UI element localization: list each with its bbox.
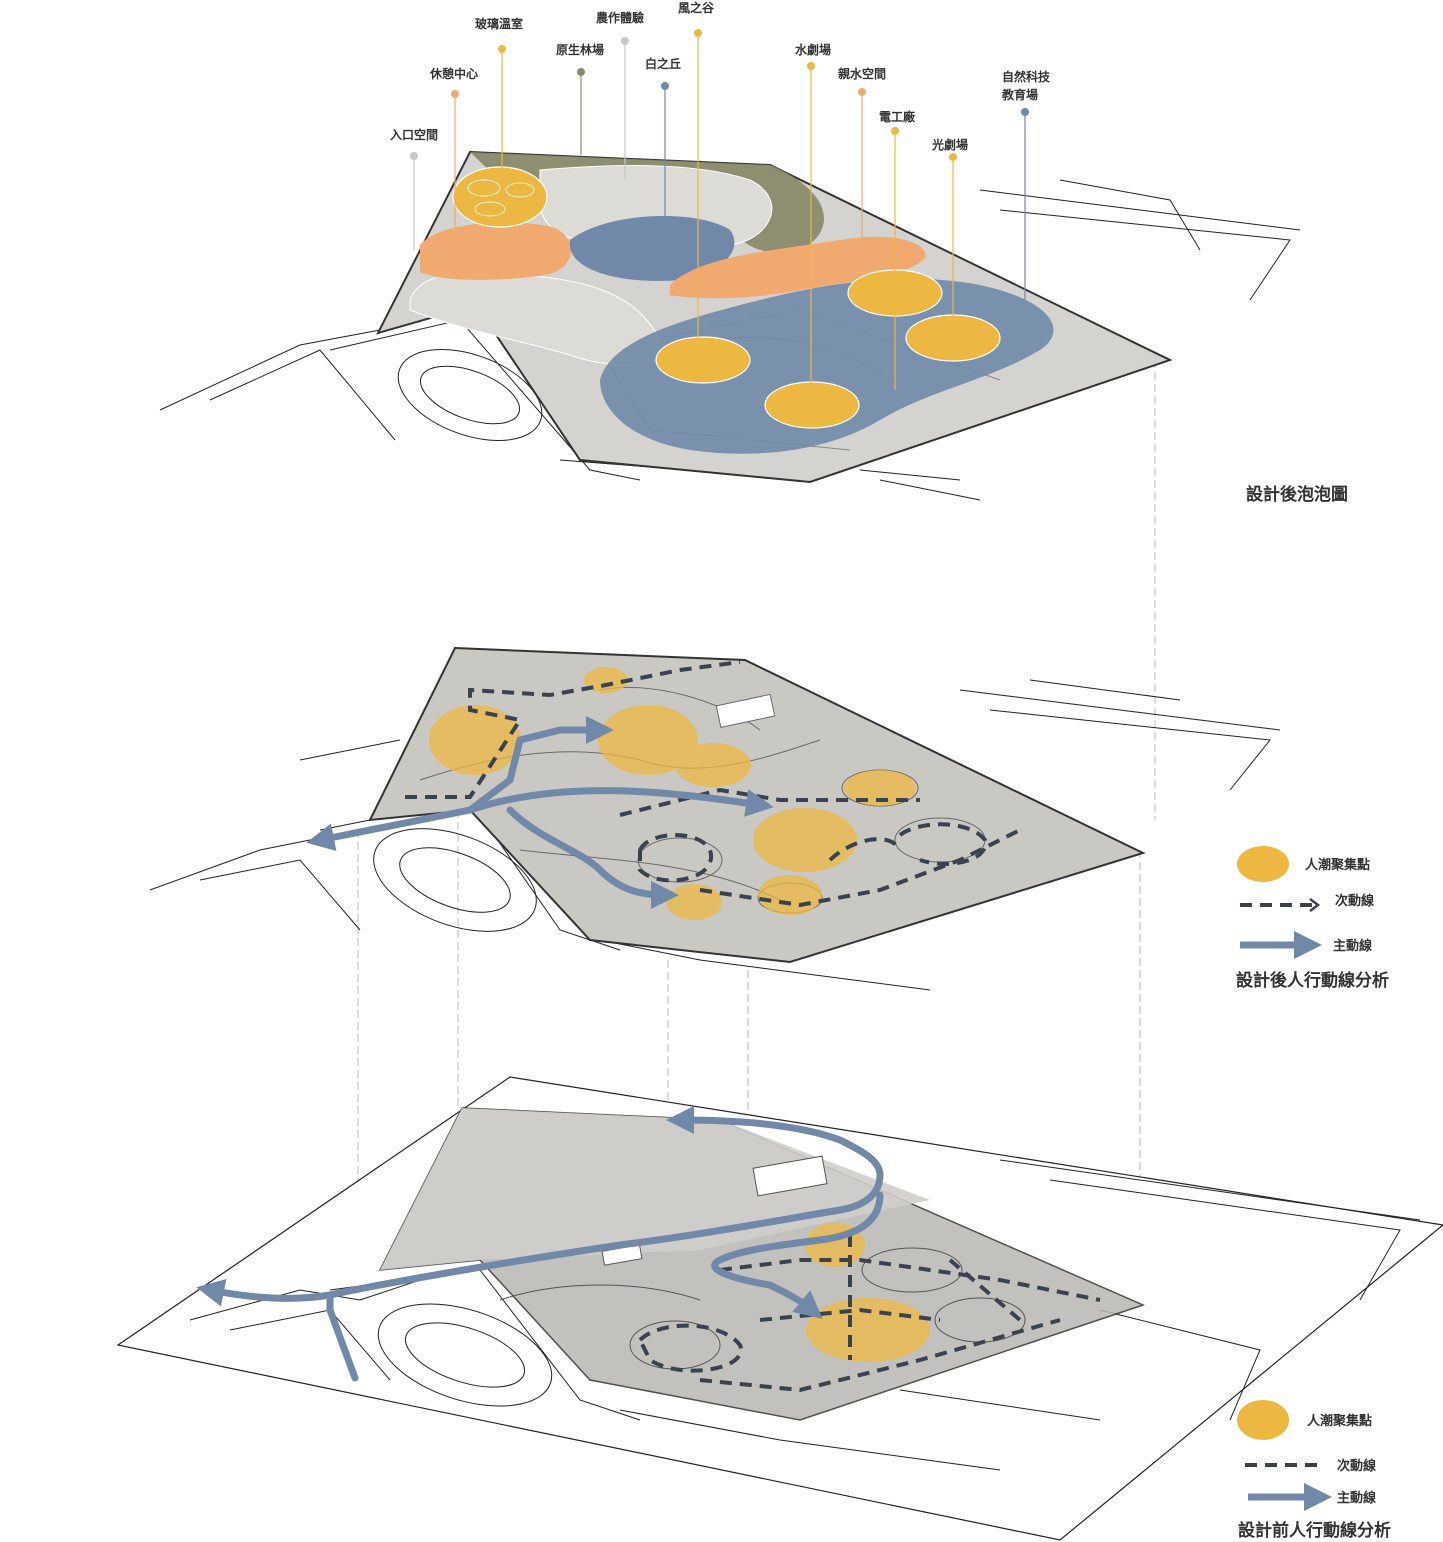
zone-label-nature-tech-line2: 教育場	[1001, 87, 1038, 102]
street-context-bottom	[189, 1159, 1421, 1471]
legend-after: 人潮聚集點 次動線 主動線 設計後人行動線分析	[1236, 846, 1389, 991]
layer-before-flow: 人潮聚集點 次動線 主動線 設計前人行動線分析	[116, 1076, 1443, 1541]
zone-label-power-plant: 電工廠	[879, 109, 916, 124]
bubble-orange-water	[670, 236, 926, 299]
bubble-orange-rest	[420, 222, 572, 280]
zone-label-entrance: 入口空間	[390, 127, 438, 142]
street-context-mid	[149, 679, 1281, 991]
legend-before: 人潮聚集點 次動線 主動線 設計前人行動線分析	[1237, 1400, 1391, 1541]
street-context	[159, 179, 1301, 501]
wind-valley-spot	[655, 336, 751, 384]
main-route-after	[306, 716, 774, 909]
zone-label-farm-experience: 農作體驗	[596, 10, 644, 25]
legend-crowd-label-before: 人潮聚集點	[1307, 1413, 1372, 1429]
legend-secondary-label: 次動線	[1335, 893, 1375, 909]
layer-bubble-map: 入口空間 休憩中心 玻璃溫室 原生林場 農作體驗 白之丘 風之谷 水劇場 親水空…	[159, 0, 1348, 505]
legend-crowd-swatch	[1237, 846, 1289, 882]
layer-title-bubble: 設計後泡泡圖	[1246, 484, 1348, 505]
main-route-before	[196, 1106, 884, 1382]
zone-labels: 入口空間 休憩中心 玻璃溫室 原生林場 農作體驗 白之丘 風之谷 水劇場 親水空…	[390, 0, 1051, 152]
site-contours-bottom	[499, 1155, 1026, 1370]
zone-label-glasshouse: 玻璃溫室	[475, 16, 523, 31]
glasshouse-domes	[467, 179, 535, 217]
zone-label-white-hill: 白之丘	[645, 56, 681, 71]
zone-label-native-forest: 原生林場	[556, 42, 604, 57]
water-theatre-spot	[764, 381, 860, 429]
legend-secondary-label-before: 次動線	[1337, 1458, 1377, 1474]
zone-pin-dots	[410, 29, 1029, 161]
zone-label-light-theatre: 光劇場	[931, 137, 968, 152]
zone-pins	[413, 33, 1026, 395]
legend-crowd-swatch-before	[1237, 1400, 1289, 1440]
legend-main-label-before: 主動線	[1337, 1490, 1377, 1506]
glasshouse-spot	[452, 166, 548, 228]
legend-crowd-label: 人潮聚集點	[1305, 857, 1370, 873]
layer-title-before-flow: 設計前人行動線分析	[1238, 1520, 1391, 1541]
legend-main-label: 主動線	[1333, 938, 1373, 954]
zone-label-waterfront: 親水空間	[838, 66, 886, 81]
bubble-yellow-spots	[452, 166, 1001, 429]
zone-label-rest-center: 休憩中心	[429, 66, 478, 81]
layer-title-after-flow: 設計後人行動線分析	[1236, 970, 1389, 991]
zone-label-nature-tech: 自然科技	[1002, 69, 1051, 84]
zone-label-water-theatre: 水劇場	[795, 42, 831, 57]
site-slab-bottom-north	[380, 1108, 930, 1270]
secondary-route-before	[637, 1235, 1101, 1393]
layer-after-flow: 人潮聚集點 次動線 主動線 設計後人行動線分析	[149, 646, 1389, 991]
zone-label-wind-valley: 風之谷	[678, 0, 715, 15]
bubble-blue-hill	[569, 216, 735, 281]
